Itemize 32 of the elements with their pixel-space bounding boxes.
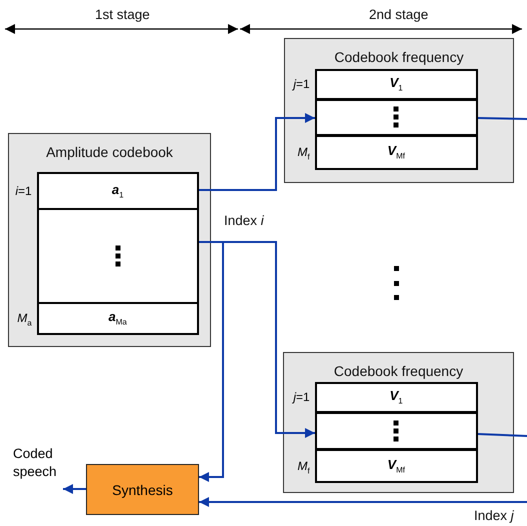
vector-symbol: a$_{Ma}$ [108, 309, 127, 327]
panel-title: Codebook frequency [332, 363, 464, 379]
connector-arrow [199, 113, 315, 191]
panel-title: Codebook frequency [333, 49, 465, 65]
codebook-row [314, 98, 478, 136]
output-label: Coded speech [13, 445, 63, 493]
vector-symbol: V$_{1}$ [390, 388, 403, 406]
codebook-row [314, 412, 478, 450]
row-index: M$_{a}$ [17, 311, 32, 328]
row-index: j=1 [293, 77, 310, 92]
vector-symbol: V$_{1}$ [390, 75, 403, 93]
index-label: Index j [474, 507, 514, 525]
vector-symbol: V$_{Mf}$ [387, 143, 405, 161]
synthesis-block [86, 464, 199, 515]
block-label: Synthesis [112, 482, 173, 498]
connector-arrow [199, 497, 527, 507]
codebook-panel [283, 352, 514, 493]
codebook-row [36, 208, 199, 304]
index-label: Index i [224, 212, 264, 230]
panel-title: Amplitude codebook [45, 144, 174, 160]
row-index: i=1 [15, 184, 32, 198]
vector-symbol: a$_{1}$ [112, 182, 124, 200]
codebook-panel [8, 133, 211, 347]
row-index: M$_{f}$ [297, 145, 310, 162]
stage-label: 1st stage [95, 6, 150, 24]
stage-label: 2nd stage [369, 6, 428, 24]
codebook-panel [284, 38, 514, 183]
connector-arrow [63, 484, 86, 494]
vector-symbol: V$_{Mf}$ [387, 456, 405, 474]
row-index: M$_{f}$ [297, 458, 310, 476]
connector-arrow [199, 241, 224, 482]
row-index: j=1 [293, 390, 310, 404]
